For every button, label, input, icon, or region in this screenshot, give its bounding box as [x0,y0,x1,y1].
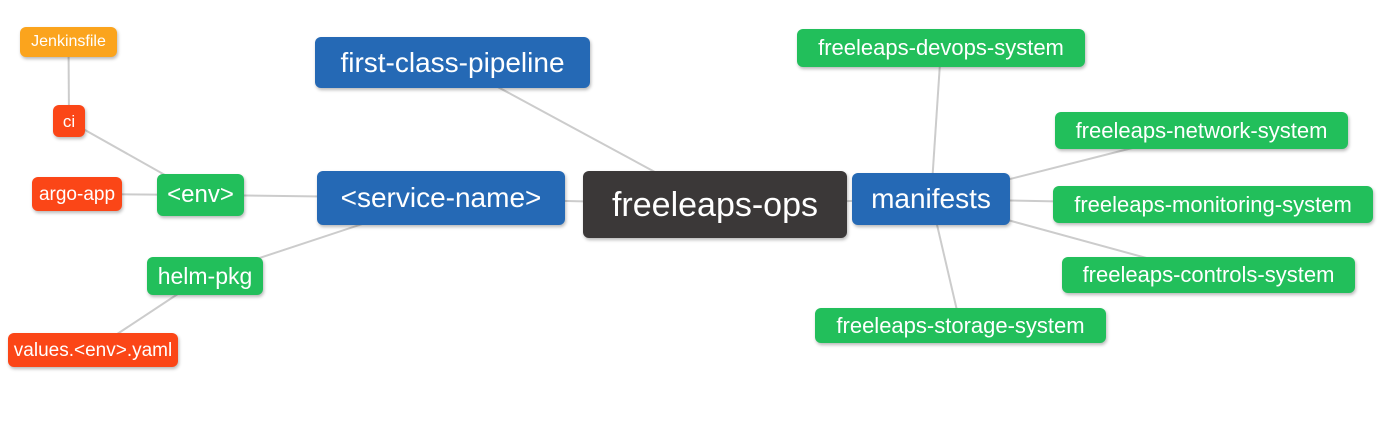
node-freeleaps-controls-system[interactable]: freeleaps-controls-system [1062,257,1355,293]
node-ci[interactable]: ci [53,105,85,137]
node-freeleaps-storage-system[interactable]: freeleaps-storage-system [815,308,1106,343]
node-service-name[interactable]: <service-name> [317,171,565,225]
node-values-env-yaml[interactable]: values.<env>.yaml [8,333,178,367]
node-freeleaps-devops-system[interactable]: freeleaps-devops-system [797,29,1085,67]
node-first-class-pipeline[interactable]: first-class-pipeline [315,37,590,88]
node-freeleaps-network-system[interactable]: freeleaps-network-system [1055,112,1348,149]
node-manifests[interactable]: manifests [852,173,1010,225]
node-freeleaps-ops[interactable]: freeleaps-ops [583,171,847,238]
node-env[interactable]: <env> [157,174,244,216]
node-argo-app[interactable]: argo-app [32,177,122,211]
node-freeleaps-monitoring-system[interactable]: freeleaps-monitoring-system [1053,186,1373,223]
node-jenkinsfile[interactable]: Jenkinsfile [20,27,117,57]
node-helm-pkg[interactable]: helm-pkg [147,257,263,295]
